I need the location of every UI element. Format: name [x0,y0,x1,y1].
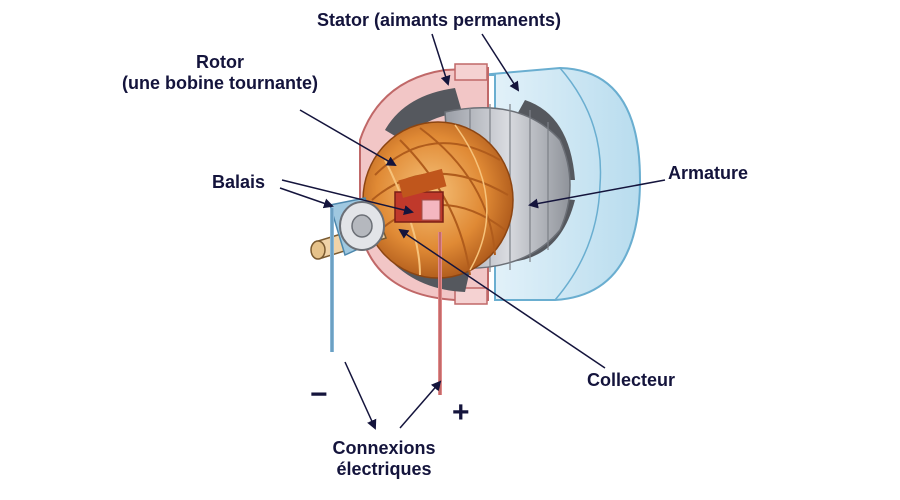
rotor-arrow [299,109,397,167]
collecteur-arrow [398,228,606,369]
connexions-label: Connexions électriques [314,438,454,480]
rotor-label: Rotor (une bobine tournante) [92,52,348,94]
connexions-label-line2: électriques [336,459,432,479]
rotor-label-line2: (une bobine tournante) [122,73,318,93]
collecteur-label: Collecteur [587,370,676,390]
minus-sign: − [310,378,328,411]
connexion-arrow-minus [344,361,377,430]
plus-sign: + [452,396,470,429]
armature-label: Armature [668,163,749,183]
armature-arrow [528,179,666,209]
balais-arrow-2 [281,179,414,215]
connexion-arrow-plus [399,380,442,429]
balais-label: Balais [212,172,266,192]
brushes [329,197,385,257]
connexions-label-line1: Connexions [332,438,436,458]
rotor-label-line1: Rotor [196,52,244,72]
stator-label: Stator (aimants permanents) [317,10,562,30]
stator-arrow-left [431,33,451,86]
commutator [394,191,444,223]
leader-lines [279,33,666,430]
balais-arrow-1 [279,187,334,209]
stator-arrow-right [481,33,520,92]
electrical-wires [330,208,442,395]
